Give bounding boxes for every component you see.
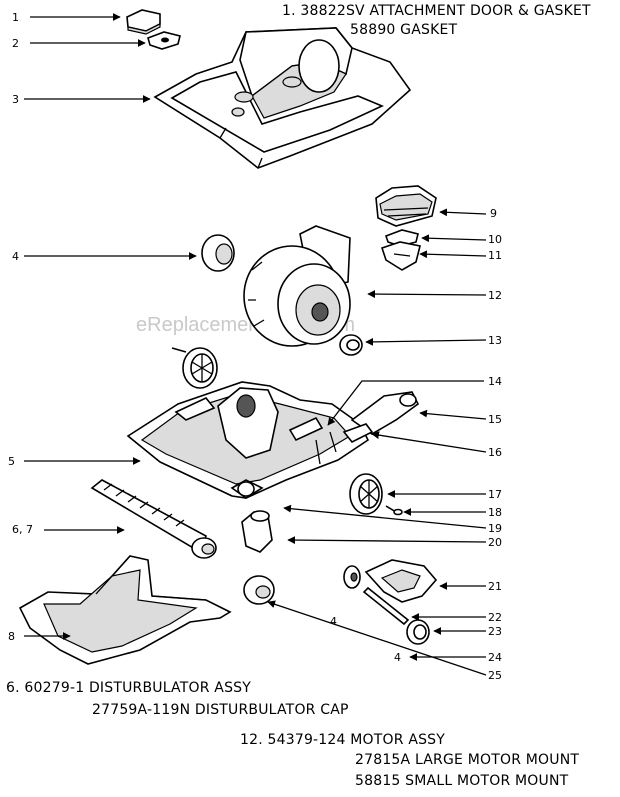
note-gasket: 58890 GASKET xyxy=(350,22,458,38)
part-23 xyxy=(343,565,430,645)
callout-23: 23 xyxy=(488,625,502,638)
callout-18: 18 xyxy=(488,506,502,519)
part-11 xyxy=(380,241,421,271)
callout-6-7: 6, 7 xyxy=(12,523,33,536)
note-attachment-door: 1. 38822SV ATTACHMENT DOOR & GASKET xyxy=(282,3,591,19)
note-large-motor-mount: 27815A LARGE MOTOR MOUNT xyxy=(355,752,580,768)
base-plate-part xyxy=(18,555,232,665)
callout-2: 2 xyxy=(12,37,19,50)
callout-numbers: 1 2 3 4 5 6, 7 8 9 10 11 12 13 14 15 16 … xyxy=(8,11,502,682)
part-22 xyxy=(362,586,410,626)
base-part xyxy=(126,381,370,499)
callout-16: 16 xyxy=(488,446,502,459)
large-motor-mount-upper xyxy=(201,234,235,272)
callout-20: 20 xyxy=(488,536,502,549)
callout-13: 13 xyxy=(488,334,502,347)
callout-12: 12 xyxy=(488,289,502,302)
callout-4-upper: 4 xyxy=(12,250,19,263)
callout-15: 15 xyxy=(488,413,502,426)
gasket-part xyxy=(147,31,181,50)
attachment-door-part xyxy=(126,9,161,35)
callout-5: 5 xyxy=(8,455,15,468)
large-motor-mount-lower xyxy=(243,575,275,605)
leader-lines xyxy=(24,13,487,676)
callout-25: 25 xyxy=(488,669,502,682)
motor-assembly-part xyxy=(243,225,351,347)
axle-pin-part xyxy=(385,505,403,516)
part-20 xyxy=(241,510,273,553)
callout-9: 9 xyxy=(490,207,497,220)
wheel-left-part xyxy=(171,347,218,389)
callout-19: 19 xyxy=(488,522,502,535)
part-9 xyxy=(375,185,437,227)
callout-1: 1 xyxy=(12,11,19,24)
callout-4-lower: 4 xyxy=(394,651,401,664)
wheel-right-part xyxy=(349,473,383,515)
callout-8: 8 xyxy=(8,630,15,643)
note-motor-assy: 12. 54379-124 MOTOR ASSY xyxy=(240,732,446,748)
note-small-motor-mount: 58815 SMALL MOTOR MOUNT xyxy=(355,773,569,789)
callout-21: 21 xyxy=(488,580,502,593)
small-motor-mount-part xyxy=(339,334,363,356)
callout-4-middle: 4 xyxy=(330,615,337,628)
callout-24: 24 xyxy=(488,651,502,664)
note-disturbulator-assy: 6. 60279-1 DISTURBULATOR ASSY xyxy=(6,680,251,696)
disturbulator-part xyxy=(90,479,217,559)
callout-3: 3 xyxy=(12,93,19,106)
part-10 xyxy=(384,229,419,247)
hood-part xyxy=(153,27,412,169)
callout-14: 14 xyxy=(488,375,502,388)
callout-22: 22 xyxy=(488,611,502,624)
callout-10: 10 xyxy=(488,233,502,246)
part-21 xyxy=(364,559,438,603)
callout-11: 11 xyxy=(488,249,502,262)
note-disturbulator-cap: 27759A-119N DISTURBULATOR CAP xyxy=(92,702,349,718)
callout-17: 17 xyxy=(488,488,502,501)
